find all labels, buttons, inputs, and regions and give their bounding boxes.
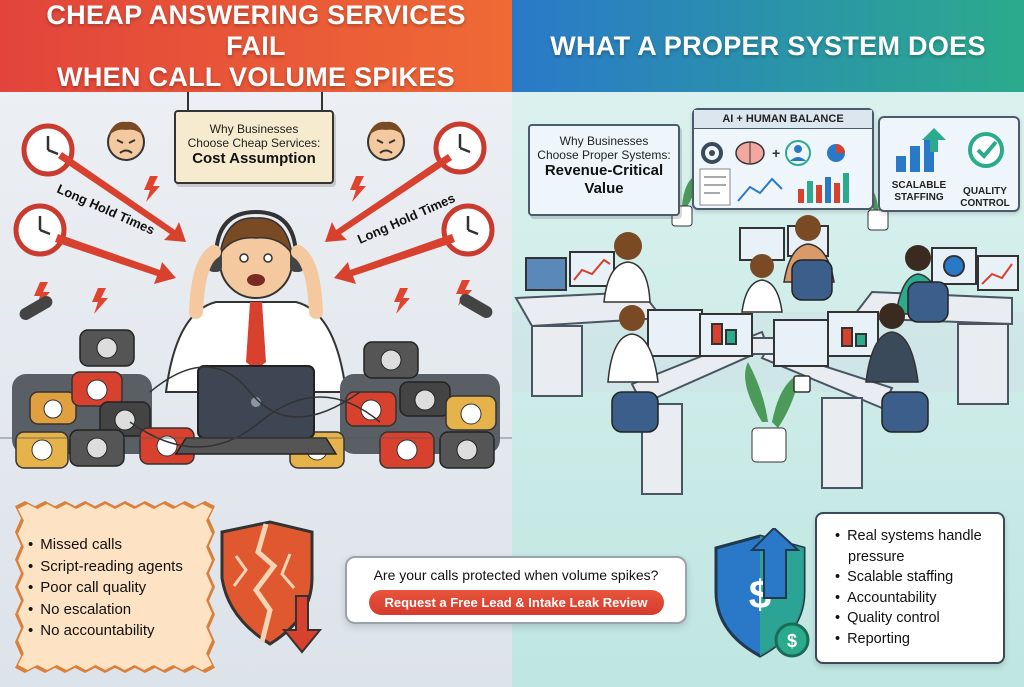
benefits-list: Real systems handle pressure Scalable st… (835, 526, 995, 649)
check-badge-icon (968, 132, 1004, 168)
list-item: No escalation (28, 599, 183, 621)
list-item: Missed calls (28, 534, 183, 556)
label-line: QUALITY (963, 186, 1007, 197)
sign-line: Choose Proper Systems: (537, 148, 671, 162)
arrow-icon (55, 152, 455, 284)
clock-icon (441, 203, 495, 257)
dashboard-title: AI + HUMAN BALANCE (694, 110, 872, 129)
overwhelmed-agent-illustration: Long Hold Times Long Hold Times (0, 92, 512, 469)
sign-line: Choose Cheap Services: (187, 136, 321, 150)
cta-question: Are your calls protected when volume spi… (373, 567, 659, 583)
phone-handset-icon (459, 294, 493, 318)
dashboard-graphics: + (699, 140, 849, 206)
scalable-staffing-label: SCALABLE STAFFING (884, 180, 954, 204)
label-line: SCALABLE (891, 180, 947, 191)
phone-pile-left (12, 329, 195, 469)
person-icon (785, 140, 811, 166)
phone-pile-right (289, 341, 500, 469)
angry-face-icon (107, 121, 145, 161)
list-item: Quality control (835, 608, 995, 629)
problem-list: Missed calls Script-reading agents Poor … (28, 534, 183, 642)
svg-text:+: + (772, 145, 780, 161)
call-center-illustration (512, 174, 1024, 495)
benefits-box: Real systems handle pressure Scalable st… (815, 512, 1005, 664)
right-banner: WHAT A PROPER SYSTEM DOES (512, 0, 1024, 92)
list-item: Script-reading agents (28, 556, 183, 578)
sign-line: Why Businesses (209, 122, 299, 136)
clock-icon (21, 123, 75, 177)
sign-line: Why Businesses (559, 134, 649, 148)
gear-icon (701, 142, 723, 164)
bar-chart-icon (798, 173, 849, 203)
chair-icon (611, 259, 949, 433)
revenue-value-sign: Why Businesses Choose Proper Systems: Re… (528, 124, 680, 216)
left-title-line-2: WHEN CALL VOLUME SPIKES (57, 61, 455, 92)
ai-human-dashboard: AI + HUMAN BALANCE + (692, 108, 874, 210)
angry-face-icon (367, 121, 405, 161)
cta-box: Are your calls protected when volume spi… (345, 556, 687, 624)
right-banner-title: WHAT A PROPER SYSTEM DOES (550, 30, 986, 61)
sign-headline: Value (584, 180, 624, 197)
left-title-line-1: CHEAP ANSWERING SERVICES FAIL (46, 0, 466, 61)
label-line: STAFFING (894, 192, 944, 203)
growth-bars-icon (896, 128, 946, 172)
list-item: Real systems handle pressure (835, 526, 995, 567)
quality-control-label: QUALITY CONTROL (952, 186, 1018, 210)
cost-assumption-sign: Why Businesses Choose Cheap Services: Co… (174, 110, 334, 184)
list-item: Reporting (835, 629, 995, 650)
pie-chart-icon (827, 144, 845, 162)
request-review-button[interactable]: Request a Free Lead & Intake Leak Review (368, 590, 664, 615)
phone-handset-icon (19, 296, 53, 320)
lightning-icon (34, 176, 472, 314)
mug-icon (793, 375, 811, 393)
left-banner: CHEAP ANSWERING SERVICES FAIL WHEN CALL … (0, 0, 512, 92)
label-line: CONTROL (960, 198, 1010, 209)
list-item: No accountability (28, 620, 183, 642)
monitor-icon (525, 225, 1019, 367)
money-shield-icon: $ $ (714, 528, 810, 658)
broken-shield-icon (220, 520, 323, 654)
scaling-quality-panel: SCALABLE STAFFING QUALITY CONTROL (878, 116, 1020, 212)
left-banner-title: CHEAP ANSWERING SERVICES FAIL WHEN CALL … (0, 0, 512, 93)
laptop-icon (174, 365, 338, 455)
sign-headline: Revenue-Critical (544, 162, 664, 179)
list-item: Poor call quality (28, 577, 183, 599)
list-item: Accountability (835, 588, 995, 609)
clock-icon (13, 203, 67, 257)
sign-headline: Cost Assumption (192, 150, 316, 167)
right-panel: WHAT A PROPER SYSTEM DOES (512, 0, 1024, 687)
list-item: Scalable staffing (835, 567, 995, 588)
brain-icon (735, 141, 765, 165)
left-panel: CHEAP ANSWERING SERVICES FAIL WHEN CALL … (0, 0, 512, 687)
svg-text:$: $ (787, 631, 797, 651)
